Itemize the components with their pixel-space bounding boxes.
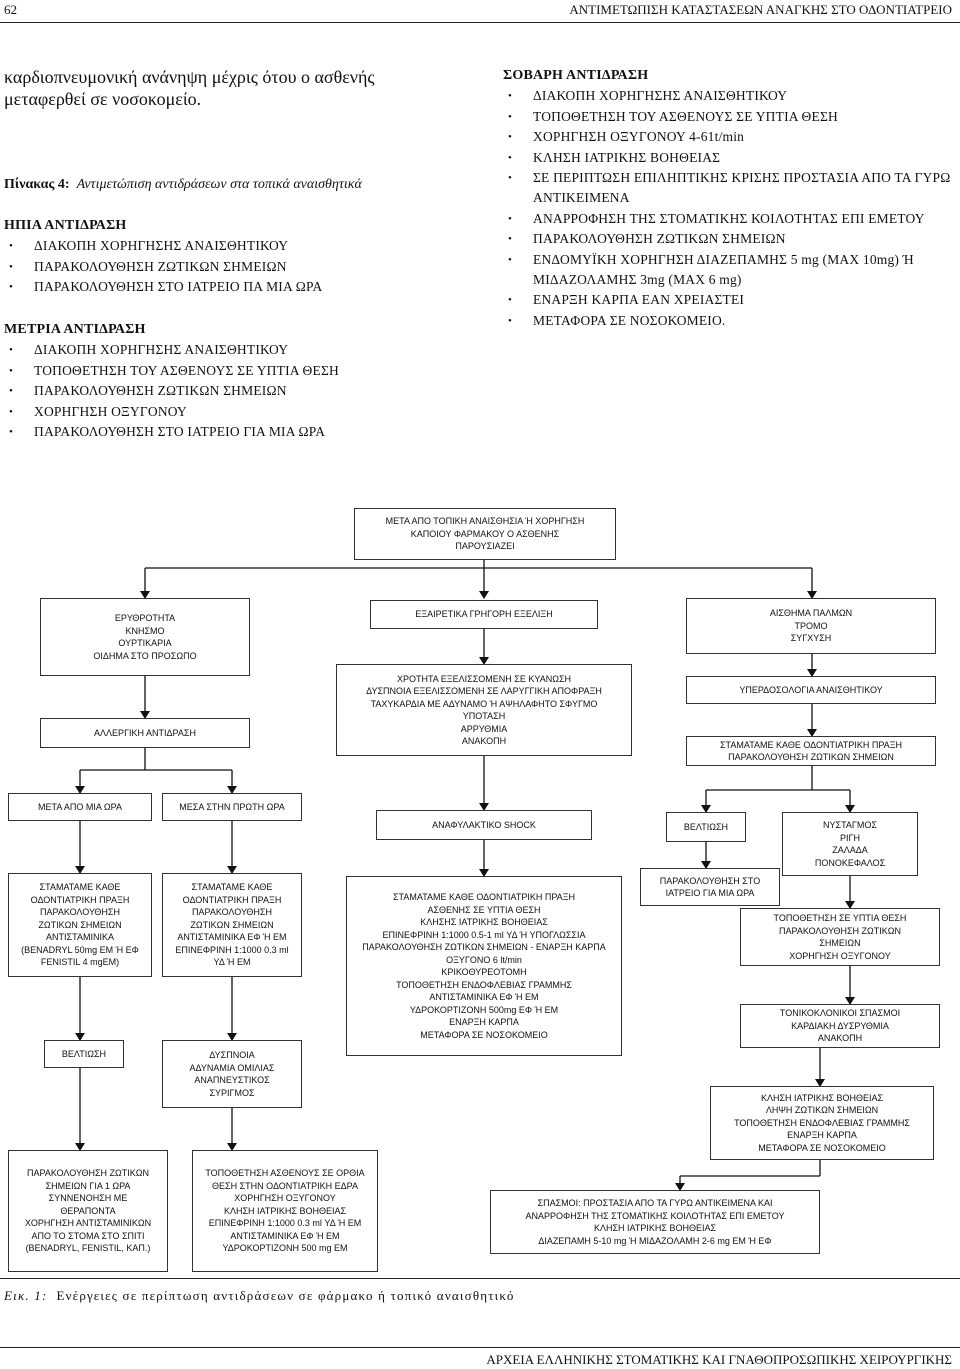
list-item: ΠΑΡΑΚΟΛΟΥΘΗΣΗ ΖΩΤΙΚΩΝ ΣΗΜΕΙΩΝ bbox=[4, 381, 474, 402]
flow-box-improvement-right: ΒΕΛΤΙΩΣΗ bbox=[666, 812, 746, 842]
list-item: ΕΝΑΡΞΗ ΚΑΡΠΑ ΕΑΝ ΧΡΕΙΑΣΤΕΙ bbox=[503, 290, 955, 311]
flow-box-shock-treatment: ΣΤΑΜΑΤΑΜΕ ΚΑΘΕ ΟΔΟΝΤΙΑΤΡΙΚΗ ΠΡΑΞΗ ΑΣΘΕΝΗ… bbox=[346, 876, 622, 1056]
list-item: ΕΝΔΟΜΥΪΚΗ ΧΟΡΗΓΗΣΗ ΔΙΑΖΕΠΑΜΗΣ 5 mg (MAX … bbox=[503, 250, 955, 291]
mild-reaction-section: ΗΠΙΑ ΑΝΤΙΔΡΑΣΗ ΔΙΑΚΟΠΗ ΧΟΡΗΓΗΣΗΣ ΑΝΑΙΣΘΗ… bbox=[4, 216, 474, 298]
list-item: ΤΟΠΟΘΕΤΗΣΗ ΤΟΥ ΑΣΘΕΝΟΥΣ ΣΕ ΥΠΤΙΑ ΘΕΣΗ bbox=[503, 107, 955, 128]
list-item: ΔΙΑΚΟΠΗ ΧΟΡΗΓΗΣΗΣ ΑΝΑΙΣΘΗΤΙΚΟΥ bbox=[503, 86, 955, 107]
flow-box-within-hour-treatment: ΣΤΑΜΑΤΑΜΕ ΚΑΘΕ ΟΔΟΝΤΙΑΤΡΙΚΗ ΠΡΑΞΗ ΠΑΡΑΚΟ… bbox=[162, 873, 302, 977]
flow-box-nystagmus: ΝΥΣΤΑΓΜΟΣ ΡΙΓΗ ΖΑΛΑΔΑ ΠΟΝΟΚΕΦΑΛΟΣ bbox=[782, 812, 918, 876]
list-item: ΣΕ ΠΕΡΙΠΤΩΣΗ ΕΠΙΛΗΠΤΙΚΗΣ ΚΡΙΣΗΣ ΠΡΟΣΤΑΣΙ… bbox=[503, 168, 955, 209]
list-item: ΠΑΡΑΚΟΛΟΥΘΗΣΗ ΖΩΤΙΚΩΝ ΣΗΜΕΙΩΝ bbox=[503, 229, 955, 250]
flow-box-seizures-arrhythmia: ΤΟΝΙΚΟΚΛΟΝΙΚΟΙ ΣΠΑΣΜΟΙ ΚΑΡΔΙΑΚΗ ΔΥΣΡΥΘΜΙ… bbox=[740, 1004, 940, 1048]
flow-box-dyspnoea: ΔΥΣΠΝΟΙΑ ΑΔΥΝΑΜΙΑ ΟΜΙΛΙΑΣ ΑΝΑΠΝΕΥΣΤΙΚΟΣ … bbox=[162, 1040, 302, 1108]
flow-box-rapid-progression: ΕΞΑΙΡΕΤΙΚΑ ΓΡΗΓΟΡΗ ΕΞΕΛΙΞΗ bbox=[370, 600, 598, 629]
list-item: ΠΑΡΑΚΟΛΟΥΘΗΣΗ ΣΤΟ ΙΑΤΡΕΙΟ ΓΙΑ ΜΙΑ ΩΡΑ bbox=[4, 422, 474, 443]
flow-box-palpitations: ΑΙΣΘΗΜΑ ΠΑΛΜΩΝ ΤΡΟΜΟ ΣΥΓΧΥΣΗ bbox=[686, 598, 936, 654]
flow-box-monitor-home-antihistamines: ΠΑΡΑΚΟΛΟΥΘΗΣΗ ΖΩΤΙΚΩΝ ΣΗΜΕΙΩΝ ΓΙΑ 1 ΩΡΑ … bbox=[8, 1150, 168, 1272]
list-item: ΠΑΡΑΚΟΛΟΥΘΗΣΗ ΣΤΟ ΙΑΤΡΕΙΟ ΠΑ ΜΙΑ ΩΡΑ bbox=[4, 277, 474, 298]
flow-box-monitor-office-hour: ΠΑΡΑΚΟΛΟΥΘΗΣΗ ΣΤΟ ΙΑΤΡΕΙΟ ΓΙΑ ΜΙΑ ΩΡΑ bbox=[640, 868, 780, 906]
footer-rule bbox=[0, 1347, 960, 1348]
flow-box-supine-oxygen: ΤΟΠΟΘΕΤΗΣΗ ΣΕ ΥΠΤΙΑ ΘΕΣΗ ΠΑΡΑΚΟΛΟΥΘΗΣΗ Ζ… bbox=[740, 908, 940, 966]
footer-journal-title: ΑΡΧΕΙΑ ΕΛΛΗΝΙΚΗΣ ΣΤΟΜΑΤΙΚΗΣ ΚΑΙ ΓΝΑΘΟΠΡΟ… bbox=[486, 1352, 952, 1367]
list-item: ΧΟΡΗΓΗΣΗ ΟΞΥΓΟΝΟΥ 4-61t/min bbox=[503, 127, 955, 148]
flow-box-start: ΜΕΤΑ ΑΠΟ ΤΟΠΙΚΗ ΑΝΑΙΣΘΗΣΙΑ Ή ΧΟΡΗΓΗΣΗ ΚΑ… bbox=[354, 508, 616, 560]
table-caption: Πίνακας 4: Αντιμετώπιση αντιδράσεων στα … bbox=[4, 177, 362, 192]
flow-box-call-medical-help: ΚΛΗΣΗ ΙΑΤΡΙΚΗΣ ΒΟΗΘΕΙΑΣ ΛΗΨΗ ΖΩΤΙΚΩΝ ΣΗΜ… bbox=[710, 1086, 934, 1160]
section-title: ΗΠΙΑ ΑΝΤΙΔΡΑΣΗ bbox=[4, 218, 127, 233]
flow-box-allergic-reaction: ΑΛΛΕΡΓΙΚΗ ΑΝΤΙΔΡΑΣΗ bbox=[40, 718, 250, 748]
flow-box-rapid-signs: ΧΡΟΤΗΤΑ ΕΞΕΛΙΣΣΟΜΕΝΗ ΣΕ ΚΥΑΝΩΣΗ ΔΥΣΠΝΟΙΑ… bbox=[336, 664, 632, 756]
section-title: ΣΟΒΑΡΗ ΑΝΤΙΔΡΑΣΗ bbox=[503, 68, 649, 83]
moderate-reaction-section: ΜΕΤΡΙΑ ΑΝΤΙΔΡΑΣΗ ΔΙΑΚΟΠΗ ΧΟΡΗΓΗΣΗΣ ΑΝΑΙΣ… bbox=[4, 320, 474, 443]
flow-box-within-first-hour: ΜΕΣΑ ΣΤΗΝ ΠΡΩΤΗ ΩΡΑ bbox=[162, 793, 302, 821]
list-item: ΤΟΠΟΘΕΤΗΣΗ ΤΟΥ ΑΣΘΕΝΟΥΣ ΣΕ ΥΠΤΙΑ ΘΕΣΗ bbox=[4, 361, 474, 382]
figure-rule bbox=[0, 1278, 960, 1279]
list-item: ΠΑΡΑΚΟΛΟΥΘΗΣΗ ΖΩΤΙΚΩΝ ΣΗΜΕΙΩΝ bbox=[4, 257, 474, 278]
flow-box-after-one-hour: ΜΕΤΑ ΑΠΟ ΜΙΑ ΩΡΑ bbox=[8, 793, 152, 821]
section-title: ΜΕΤΡΙΑ ΑΝΤΙΔΡΑΣΗ bbox=[4, 322, 146, 337]
flow-box-after-hour-treatment: ΣΤΑΜΑΤΑΜΕ ΚΑΘΕ ΟΔΟΝΤΙΑΤΡΙΚΗ ΠΡΑΞΗ ΠΑΡΑΚΟ… bbox=[8, 873, 152, 977]
flow-box-allergy-signs: ΕΡΥΘΡΟΤΗΤΑ ΚΝΗΣΜΟ ΟΥΡΤΙΚΑΡΙΑ ΟΙΔΗΜΑ ΣΤΟ … bbox=[40, 598, 250, 676]
flow-box-anaphylactic-shock: ΑΝΑΦΥΛΑΚΤΙΚΟ SHOCK bbox=[376, 810, 592, 840]
header-rule bbox=[0, 22, 960, 23]
list-item: ΧΟΡΗΓΗΣΗ ΟΞΥΓΟΝΟΥ bbox=[4, 402, 474, 423]
flow-box-spasms-treatment: ΣΠΑΣΜΟΙ: ΠΡΟΣΤΑΣΙΑ ΑΠΟ ΤΑ ΓΥΡΩ ΑΝΤΙΚΕΙΜΕ… bbox=[490, 1190, 820, 1254]
flow-box-stop-procedure-right: ΣΤΑΜΑΤΑΜΕ ΚΑΘΕ ΟΔΟΝΤΙΑΤΡΙΚΗ ΠΡΑΞΗ ΠΑΡΑΚΟ… bbox=[686, 736, 936, 766]
list-item: ΚΛΗΣΗ ΙΑΤΡΙΚΗΣ ΒΟΗΘΕΙΑΣ bbox=[503, 148, 955, 169]
running-title: ΑΝΤΙΜΕΤΩΠΙΣΗ ΚΑΤΑΣΤΑΣΕΩΝ ΑΝΑΓΚΗΣ ΣΤΟ ΟΔΟ… bbox=[569, 2, 952, 17]
list-item: ΜΕΤΑΦΟΡΑ ΣΕ ΝΟΣΟΚΟΜΕΙΟ. bbox=[503, 311, 955, 332]
figure-caption: Εικ. 1: Ενέργειες σε περίπτωση αντιδράσε… bbox=[4, 1288, 515, 1303]
flow-box-improvement-left: ΒΕΛΤΙΩΣΗ bbox=[44, 1040, 124, 1068]
page-number: 62 bbox=[4, 2, 17, 17]
list-item: ΔΙΑΚΟΠΗ ΧΟΡΗΓΗΣΗΣ ΑΝΑΙΣΘΗΤΙΚΟΥ bbox=[4, 236, 474, 257]
intro-paragraph: καρδιοπνευμονική ανάνηψη μέχρις ότου ο α… bbox=[4, 67, 375, 109]
flow-box-overdose: ΥΠΕΡΔΟΣΟΛΟΓΙΑ ΑΝΑΙΣΘΗΤΙΚΟΥ bbox=[686, 676, 936, 704]
list-item: ΔΙΑΚΟΠΗ ΧΟΡΗΓΗΣΗΣ ΑΝΑΙΣΘΗΤΙΚΟΥ bbox=[4, 340, 474, 361]
list-item: ΑΝΑΡΡΟΦΗΣΗ ΤΗΣ ΣΤΟΜΑΤΙΚΗΣ ΚΟΙΛΟΤΗΤΑΣ ΕΠΙ… bbox=[503, 209, 955, 230]
severe-reaction-section: ΣΟΒΑΡΗ ΑΝΤΙΔΡΑΣΗ ΔΙΑΚΟΠΗ ΧΟΡΗΓΗΣΗΣ ΑΝΑΙΣ… bbox=[503, 66, 955, 332]
flow-box-upright-position-treatment: ΤΟΠΟΘΕΤΗΣΗ ΑΣΘΕΝΟΥΣ ΣΕ ΟΡΘΙΑ ΘΕΣΗ ΣΤΗΝ Ο… bbox=[192, 1150, 378, 1272]
